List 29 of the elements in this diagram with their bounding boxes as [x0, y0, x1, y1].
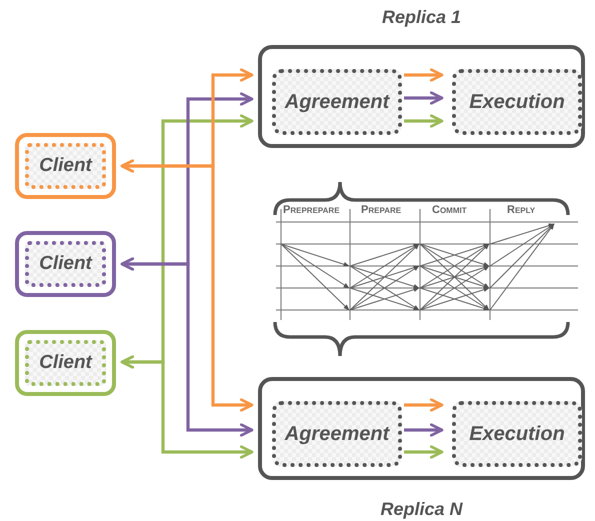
- client-box: [15, 330, 116, 396]
- arrow: [404, 423, 444, 437]
- stage-label: Agreement: [284, 422, 390, 446]
- stage-box: [452, 401, 582, 467]
- stage-box: [272, 69, 402, 135]
- arrow: [120, 92, 254, 271]
- arrow: [404, 114, 444, 128]
- phase-label: Commit: [432, 204, 467, 216]
- phase-label: Prepare: [361, 204, 402, 216]
- client-box: [15, 133, 116, 199]
- stage-label: Execution: [469, 90, 565, 114]
- client-label: Client: [39, 352, 92, 374]
- replica-title: Replica 1: [380, 7, 462, 28]
- stage-box: [452, 69, 582, 135]
- client-box: [15, 231, 116, 297]
- arrow: [120, 68, 254, 173]
- phase-label: Preprepare: [283, 204, 340, 216]
- stage-label: Execution: [469, 422, 565, 446]
- stage-box: [272, 401, 402, 467]
- arrow: [120, 114, 254, 369]
- replica-title: Replica N: [379, 499, 464, 520]
- phase-label: Reply: [507, 204, 536, 216]
- stage-label: Agreement: [284, 90, 390, 114]
- arrow: [404, 91, 444, 105]
- arrow: [404, 445, 444, 459]
- arrow: [404, 398, 444, 412]
- client-label: Client: [39, 253, 92, 275]
- arrow: [404, 68, 444, 82]
- client-label: Client: [39, 155, 92, 177]
